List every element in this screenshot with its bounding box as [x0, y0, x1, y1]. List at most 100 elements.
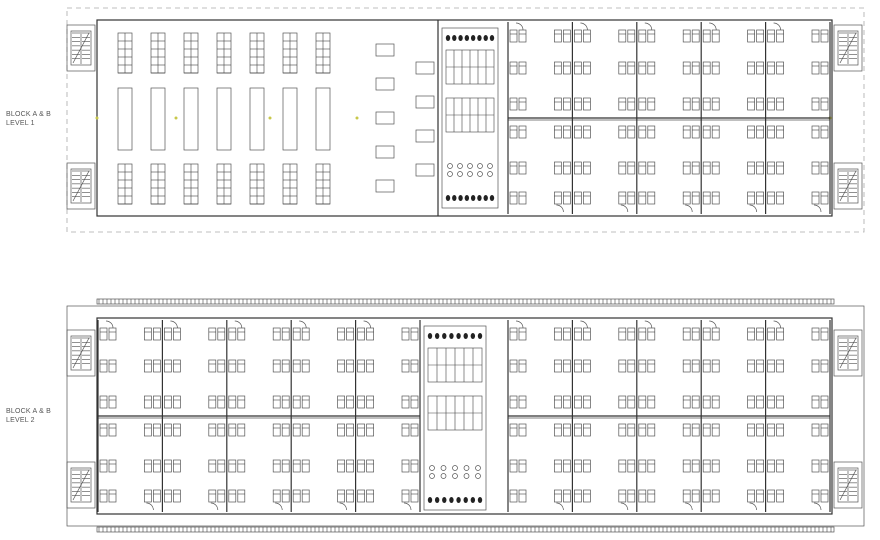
bunk-bed	[509, 395, 518, 409]
bunk-bed	[627, 327, 636, 341]
bunk-bed	[99, 423, 108, 437]
bunk-pair	[638, 125, 656, 139]
bunk-pair	[401, 423, 419, 437]
bunk-bed	[554, 489, 562, 503]
bunk-bed	[627, 125, 636, 139]
stair-arrow	[72, 32, 90, 64]
bunk-bed	[272, 359, 281, 373]
bunk-bed	[574, 61, 582, 75]
bunk-bed	[820, 359, 829, 373]
bunk-bed	[509, 125, 518, 139]
stair-frame	[833, 329, 863, 377]
locker-bank	[315, 163, 331, 205]
urinal	[447, 163, 453, 169]
bunk-pair	[99, 359, 117, 373]
bunk-bed	[618, 191, 627, 205]
bunk-bed	[401, 359, 410, 373]
bunk-bed	[820, 327, 829, 341]
bunk-pair	[401, 327, 419, 341]
bunk-pair	[638, 459, 656, 473]
bunk-bed	[702, 395, 711, 409]
basin	[456, 497, 461, 503]
bunk-pair	[682, 489, 700, 503]
stair-arrow	[839, 170, 857, 202]
bunk-bed	[301, 359, 310, 373]
bunk-bed	[747, 97, 755, 111]
side-table	[375, 111, 395, 125]
bunk-bed	[583, 395, 591, 409]
urinal	[477, 171, 483, 177]
bunk-pair	[272, 423, 290, 437]
bunk-bed	[638, 61, 647, 75]
bunk-bed	[820, 423, 829, 437]
locker-bank	[117, 32, 133, 74]
bunk-bed	[756, 489, 764, 503]
bunk-bed	[281, 423, 290, 437]
bunk-pair	[554, 423, 571, 437]
bunk-bed	[554, 61, 562, 75]
bunk-bed	[767, 161, 775, 175]
bunk-bed	[583, 459, 591, 473]
bunk-bed	[747, 125, 755, 139]
bunk-bed	[518, 359, 527, 373]
bunk-bed	[518, 97, 527, 111]
bunk-pair	[702, 97, 720, 111]
bunk-bed	[366, 489, 374, 503]
bunk-bed	[281, 489, 290, 503]
bunk-bed	[618, 423, 627, 437]
bunk-pair	[574, 359, 591, 373]
bunk-bed	[410, 359, 419, 373]
stair-frame	[66, 162, 96, 210]
bunk-bed	[346, 423, 354, 437]
bunk-bed	[346, 395, 354, 409]
bunk-bed	[711, 97, 720, 111]
bunk-bed	[756, 125, 764, 139]
bunk-bed	[173, 489, 181, 503]
bunk-bed	[702, 423, 711, 437]
bunk-bed	[574, 191, 582, 205]
dormitory-block	[507, 320, 831, 512]
bunk-bed	[702, 161, 711, 175]
bunk-pair	[747, 29, 764, 43]
bunk-bed	[554, 359, 562, 373]
bunk-bed	[574, 359, 582, 373]
bunk-pair	[144, 423, 161, 437]
bunk-bed	[776, 359, 784, 373]
basin	[463, 497, 468, 503]
bunk-bed	[164, 359, 172, 373]
bunk-bed	[702, 191, 711, 205]
bunk-pair	[702, 191, 720, 205]
bunk-bed	[820, 125, 829, 139]
bunk-pair	[509, 191, 527, 205]
bunk-bed	[811, 191, 820, 205]
bunk-pair	[99, 489, 117, 503]
bunk-pair	[509, 423, 527, 437]
bunk-bed	[164, 459, 172, 473]
door-swing	[210, 502, 219, 511]
bunk-bed	[144, 327, 152, 341]
bunk-bed	[682, 61, 691, 75]
walkway-edge	[96, 298, 835, 305]
bunk-bed	[357, 423, 365, 437]
bunk-bed	[337, 489, 345, 503]
bunk-bed	[627, 61, 636, 75]
bunk-bed	[366, 423, 374, 437]
bunk-bed	[357, 359, 365, 373]
bunk-pair	[228, 359, 246, 373]
bunk-bed	[554, 191, 562, 205]
bunk-bed	[820, 97, 829, 111]
bunk-bed	[820, 161, 829, 175]
bunk-bed	[208, 459, 217, 473]
column-marker	[355, 116, 359, 120]
bunk-bed	[638, 327, 647, 341]
stair-frame	[66, 329, 96, 377]
bunk-pair	[682, 191, 700, 205]
bunk-bed	[281, 459, 290, 473]
stair-arrow	[839, 337, 857, 369]
bunk-bed	[292, 423, 301, 437]
bunk-pair	[747, 459, 764, 473]
bunk-bed	[583, 423, 591, 437]
bunk-bed	[228, 459, 237, 473]
bunk-bed	[691, 29, 700, 43]
bunk-pair	[228, 489, 246, 503]
